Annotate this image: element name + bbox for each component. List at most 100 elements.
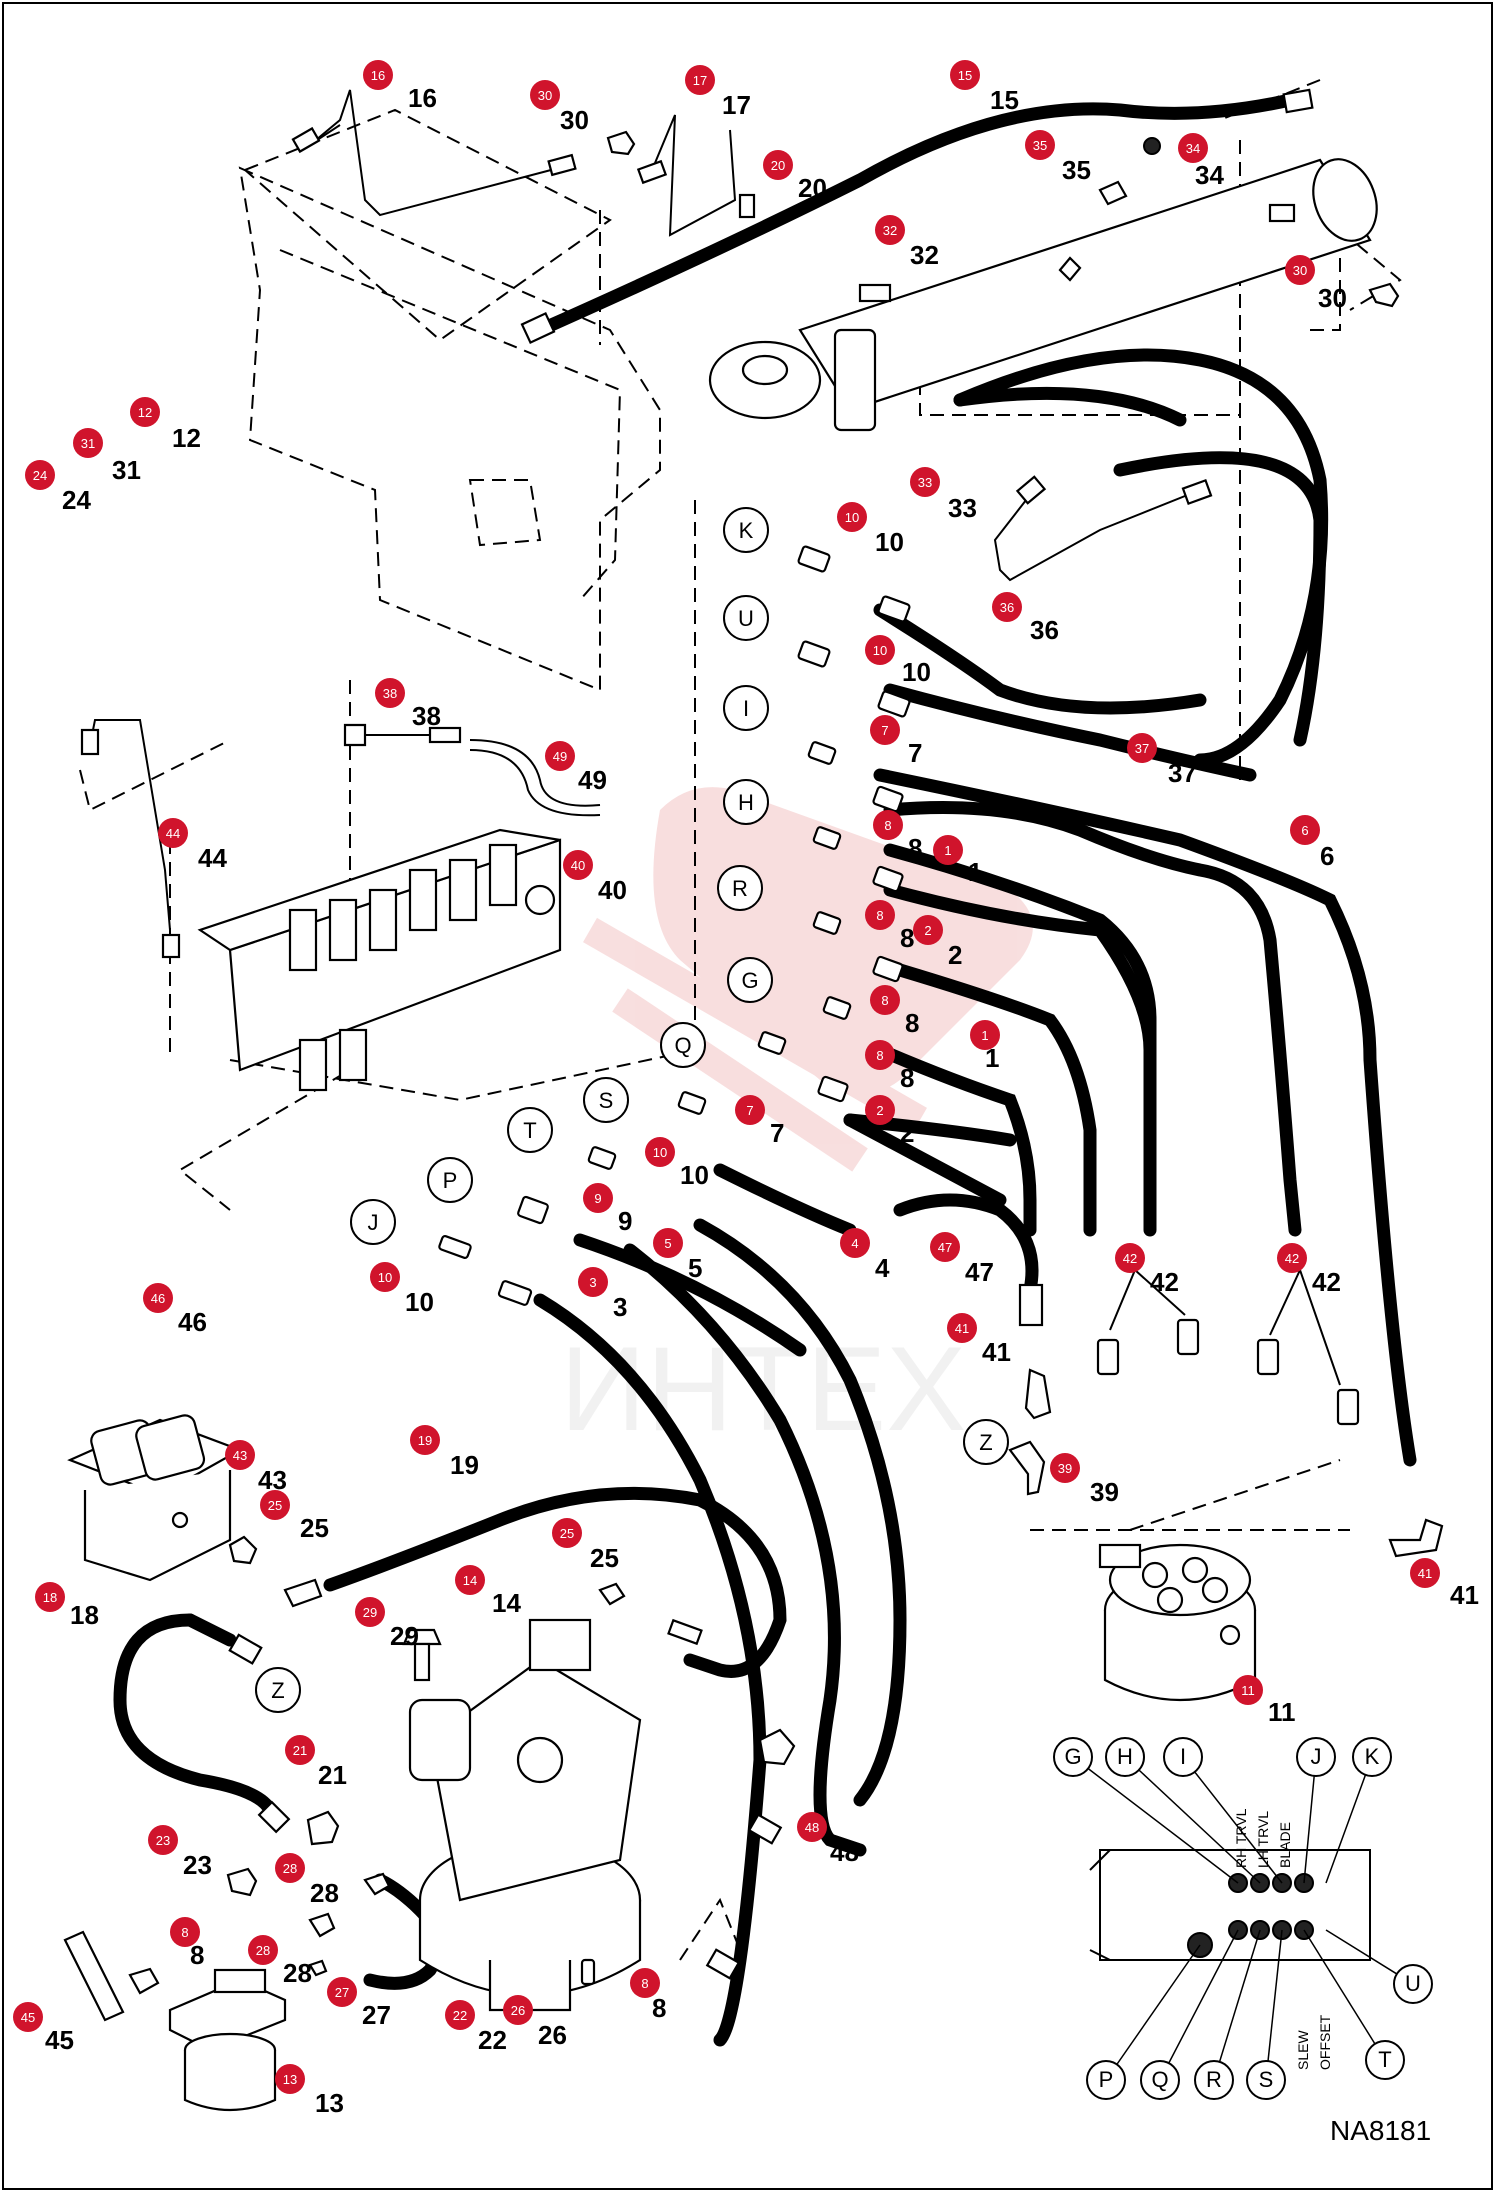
- callout-badge-label: 2: [924, 923, 931, 938]
- part-number: 36: [1030, 615, 1059, 645]
- tube-45: [63, 1930, 125, 2022]
- callout-badge: [578, 1267, 608, 1297]
- part-number: 2: [948, 940, 962, 970]
- part-number: 19: [450, 1450, 479, 1480]
- callout-badge-label: 37: [1135, 741, 1149, 756]
- callout-badge-label: 24: [33, 468, 47, 483]
- callout-badge: [1178, 133, 1208, 163]
- port-letter-circle: [727, 957, 773, 1003]
- callout-badge-label: 46: [151, 1291, 165, 1306]
- part-number: 34: [1195, 160, 1224, 190]
- callout-badge-label: 2: [876, 1103, 883, 1118]
- port-letter-h: H: [723, 779, 769, 825]
- callout-badge-label: 15: [958, 68, 972, 83]
- callout-badge: [327, 1977, 357, 2007]
- part-number: 12: [172, 423, 201, 453]
- callout-badge: [1127, 733, 1157, 763]
- part-number: 41: [982, 1337, 1011, 1367]
- inset-leader-line: [1213, 1929, 1261, 2081]
- callout-badge-label: 42: [1285, 1251, 1299, 1266]
- port-letter-i: I: [723, 685, 769, 731]
- part-number: 8: [190, 1940, 204, 1970]
- part-number: 10: [902, 657, 931, 687]
- callout-1: 11: [970, 1020, 1000, 1073]
- part-number: 10: [680, 1160, 709, 1190]
- part-number: 8: [652, 1993, 666, 2023]
- tee-fitting-21: [306, 1810, 340, 1846]
- callout-badge-label: 25: [268, 1498, 282, 1513]
- fitting-25-left: [228, 1535, 258, 1565]
- callout-badge: [685, 65, 715, 95]
- inset-leader-line: [1159, 1929, 1239, 2081]
- part-number: 46: [178, 1307, 207, 1337]
- port-letter-circle: [723, 779, 769, 825]
- inset-label-blade: BLADE: [1277, 1822, 1293, 1868]
- port-letter-q: Q: [660, 1022, 706, 1068]
- callout-badge: [1290, 815, 1320, 845]
- callout-badge: [1050, 1453, 1080, 1483]
- callout-badge-label: 38: [383, 686, 397, 701]
- part-number: 1: [985, 1043, 999, 1073]
- elbow-fitting-30-top: [606, 130, 636, 156]
- port-letter-circle: [583, 1077, 629, 1123]
- callout-badge-label: 19: [418, 1433, 432, 1448]
- part-number: 15: [990, 85, 1019, 115]
- port-letter-z: Z: [255, 1667, 301, 1713]
- callout-badge-label: 23: [156, 1833, 170, 1848]
- line-38-49: [343, 723, 601, 817]
- fittings-column: [438, 545, 911, 1306]
- port-letter-text: P: [443, 1168, 458, 1193]
- part-number: 3: [613, 1292, 627, 1322]
- callout-badge-label: 3: [589, 1275, 596, 1290]
- fitting-35: [1098, 180, 1128, 206]
- callout-3: 33: [578, 1267, 627, 1322]
- callout-badge: [275, 2064, 305, 2094]
- part-number: 2: [900, 1118, 914, 1148]
- part-number: 7: [908, 738, 922, 768]
- callout-badge-label: 18: [43, 1590, 57, 1605]
- inset-bottom-port-r: R: [1194, 1929, 1261, 2100]
- callout-badge-label: 10: [653, 1145, 667, 1160]
- part-number: 11: [1268, 1697, 1296, 1727]
- inset-leader-line: [1265, 1929, 1283, 2081]
- fitting-41-upper: [1024, 1368, 1052, 1420]
- callout-badge: [653, 1228, 683, 1258]
- inset-port-text: G: [1064, 1744, 1081, 1769]
- inset-label-offset: OFFSET: [1317, 2014, 1333, 2070]
- callout-6: 66: [1290, 815, 1334, 871]
- port-letter-circle: [427, 1157, 473, 1203]
- part-number: 17: [722, 90, 751, 120]
- part-number: 14: [492, 1588, 521, 1618]
- callout-badge: [930, 1232, 960, 1262]
- bolt-29: [402, 1628, 442, 1682]
- part-number: 37: [1168, 758, 1197, 788]
- hose-47: [893, 1193, 1044, 1327]
- port-letter-j: J: [350, 1199, 396, 1245]
- callout-badge-label: 16: [371, 68, 385, 83]
- fitting-34: [1143, 137, 1161, 155]
- callout-badge-label: 10: [845, 510, 859, 525]
- callout-badge: [370, 1262, 400, 1292]
- inset-leader-line: [1072, 1756, 1239, 1884]
- callout-badge: [865, 1040, 895, 1070]
- inset-leader-line: [1182, 1756, 1283, 1884]
- port-letter-circle: [660, 1022, 706, 1068]
- inset-top-port-k: K: [1325, 1737, 1392, 1884]
- callout-badge: [285, 1735, 315, 1765]
